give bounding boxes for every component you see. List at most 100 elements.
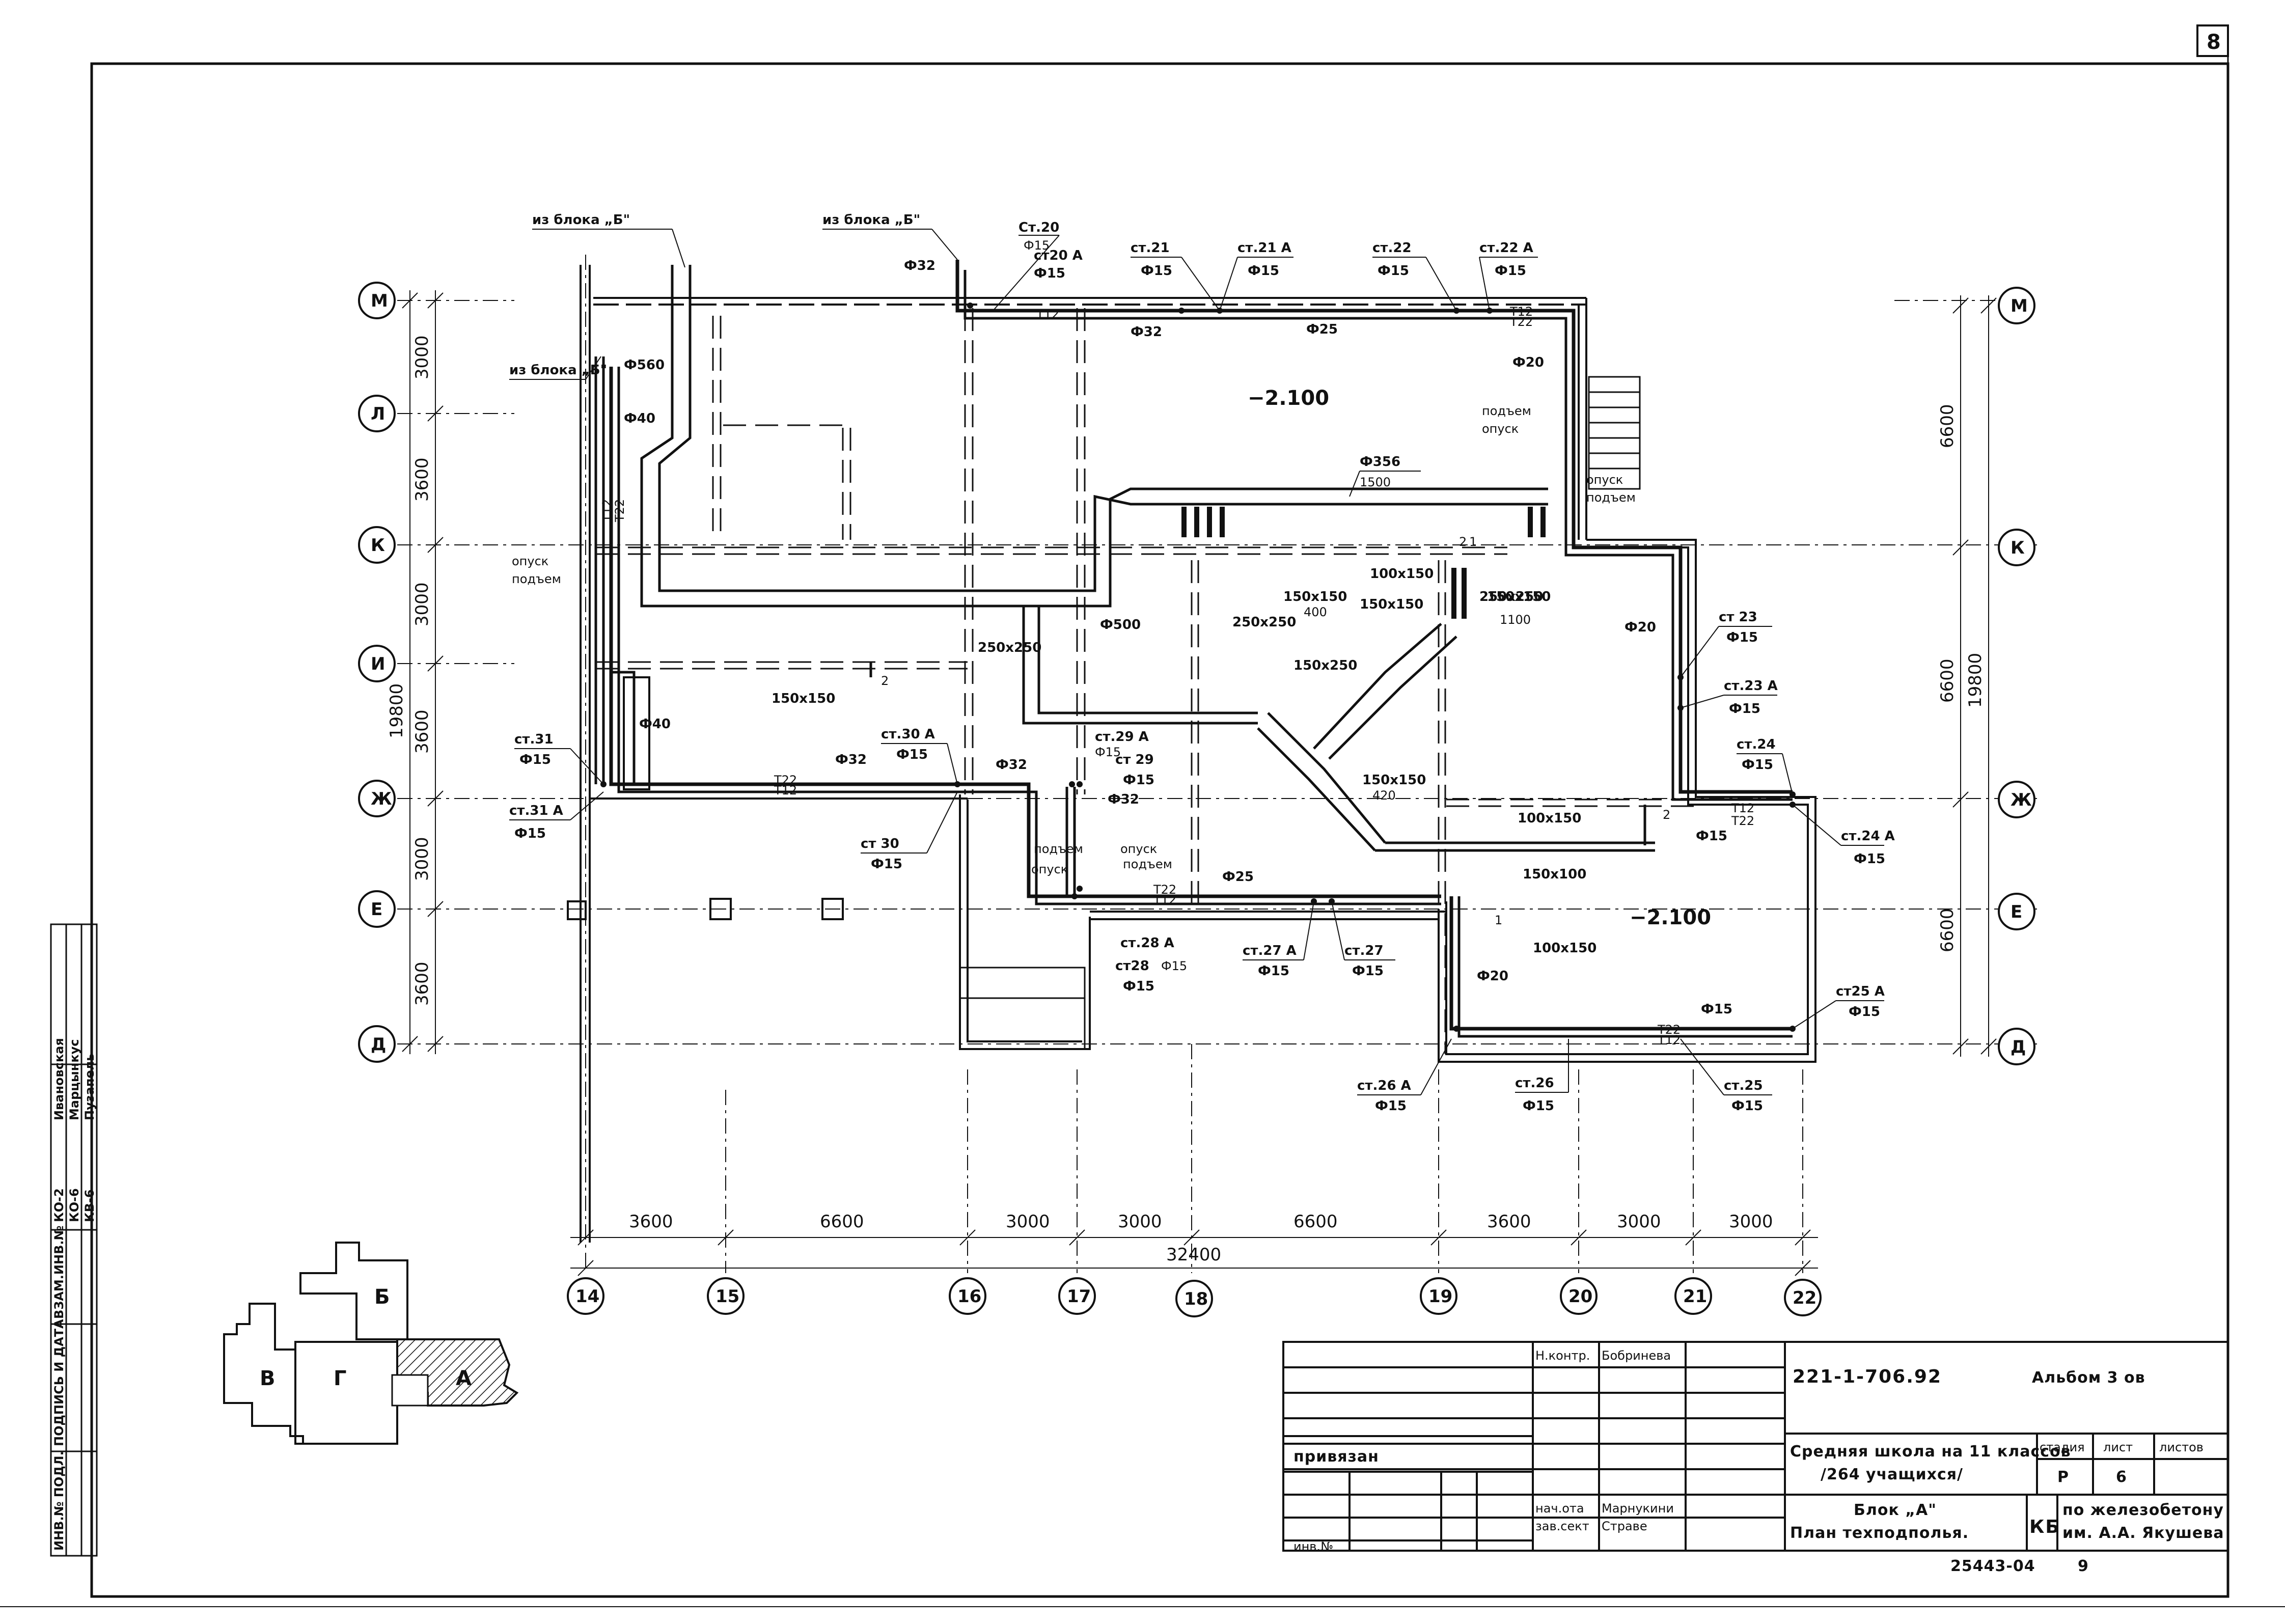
key-plan-label-v: В [260, 1367, 276, 1390]
title-block-text: Н.контр. Бобринева нач.ота Марнукини зав… [1293, 1348, 2224, 1575]
label-duct-100x150: 100х150 [1370, 566, 1434, 582]
label-t12: Т12 [774, 783, 797, 797]
dim-label: 3000 [1617, 1212, 1661, 1232]
axis-label-row: К [2011, 538, 2025, 558]
axis-label-col: 16 [957, 1286, 981, 1307]
label-pipe-d15: Ф15 [871, 857, 902, 872]
label-riser: ст 23 [1719, 610, 1757, 625]
axis-label-col: 15 [715, 1286, 739, 1307]
label-riser: ст.26 А [1357, 1078, 1411, 1093]
tb-stage: Р [2057, 1468, 2069, 1486]
dim-label: 3000 [412, 837, 432, 881]
stamp-code: КВ-6 [82, 1189, 97, 1222]
stamp-name: Пузапель [82, 1054, 97, 1120]
dim-label: 3600 [1487, 1212, 1531, 1232]
label-t12: Т12 [1657, 1033, 1681, 1047]
dim-label: 3600 [412, 709, 432, 754]
label-pipe-d40: Ф40 [639, 717, 671, 732]
label-podem: подъем [1123, 857, 1172, 871]
dimension-chain-right [1952, 295, 1997, 1057]
label-pipe-d15: Ф15 [1495, 263, 1526, 279]
stairs-left [959, 967, 1086, 1050]
label-riser: ст 29 [1115, 752, 1154, 767]
dim-label: 3000 [1118, 1212, 1162, 1232]
label-riser: ст 30 [861, 836, 899, 851]
dim-label: 3000 [1729, 1212, 1773, 1232]
label-riser: ст.21 А [1237, 240, 1291, 256]
label-pipe-d15: Ф15 [1161, 959, 1187, 973]
sheet-number: 8 [2207, 31, 2221, 54]
label-num: 2 [1663, 808, 1670, 822]
label-opusk: опуск [1586, 473, 1623, 487]
label-t12: Т12 [1731, 801, 1754, 815]
label-from-block-b: из блока „Б" [822, 212, 920, 228]
tb-zav-sekt: зав.сект [1535, 1519, 1589, 1533]
duct-fittings [623, 507, 1546, 790]
label-num: 1 [1469, 535, 1477, 549]
stamp-code: КО-2 [52, 1188, 66, 1222]
label-riser: Ст.20 [1018, 220, 1059, 235]
dim-label: 6600 [820, 1212, 864, 1232]
dimension-chain-bottom [570, 1229, 1818, 1276]
label-pipe-d15: Ф15 [1034, 266, 1065, 281]
tb-nach-ota-name: Марнукини [1602, 1501, 1674, 1516]
label-t12: Т12 [1153, 893, 1176, 907]
label-riser: ст.22 [1372, 240, 1412, 256]
label-podem: подъем [512, 572, 561, 586]
walls [580, 265, 1816, 1243]
label-elevation-left: −2.100 [1248, 387, 1329, 410]
label-riser: ст.21 [1131, 240, 1170, 256]
dimension-chain-left [402, 290, 444, 1054]
tb-n-kontr: Н.контр. [1535, 1348, 1590, 1363]
leader-lines [509, 229, 1884, 1095]
tb-footer-code: 25443-04 [1950, 1557, 2035, 1575]
label-duct-250x250: 250х250 [1232, 615, 1296, 630]
label-pipe-d15: Ф15 [1523, 1098, 1554, 1114]
label-pipe-d15: Ф15 [1701, 1002, 1732, 1017]
label-pipe-d15: Ф15 [1141, 263, 1172, 279]
label-duct-150x150: 150х150 [1362, 773, 1426, 788]
dim-label: 3000 [412, 335, 432, 379]
side-stamp-text: КО-2 КО-6 КВ-6 Ивановская Марцынкус Пуза… [52, 1038, 97, 1551]
tb-sheet-no: 6 [2116, 1468, 2127, 1486]
label-duct-150x150: 150х150 [772, 691, 835, 706]
interior-walls [596, 308, 1696, 1054]
stamp-col-label: ПОДПИСЬ И ДАТА [52, 1319, 66, 1446]
axis-label-row: Е [371, 899, 382, 920]
label-pipe-d15: Ф15 [1258, 964, 1289, 979]
label-podem: подъем [1034, 842, 1083, 856]
label-riser: ст.27 А [1243, 943, 1297, 958]
axis-label-row: М [371, 291, 388, 311]
axis-label-col: 14 [575, 1286, 599, 1307]
label-pipe-d15: Ф15 [1731, 1098, 1763, 1114]
dim-label: 6600 [1937, 404, 1958, 448]
tb-doc-code: 221-1-706.92 [1793, 1366, 1942, 1387]
dim-label: 6600 [1937, 658, 1958, 703]
stamp-col-label: ВЗАМ.ИНВ.№ [52, 1226, 66, 1319]
dim-label-total: 19800 [1965, 653, 1986, 708]
axis-label-row: И [371, 654, 385, 674]
label-pipe-d560: Ф560 [624, 357, 665, 373]
stamp-name: Ивановская [52, 1038, 66, 1120]
label-duct-400: 400 [1304, 605, 1327, 619]
axis-label-col: 18 [1184, 1289, 1208, 1309]
pipes-return [617, 270, 1793, 1038]
grid-lines-vertical [585, 255, 1803, 1273]
label-pipe-d15: Ф15 [1729, 701, 1760, 717]
label-t12: Т12 [1509, 305, 1533, 319]
label-pipe-d40: Ф40 [624, 411, 655, 426]
label-pipe-d15: Ф15 [1248, 263, 1279, 279]
axis-bubbles-bottom: 14 15 16 17 18 19 20 21 22 [567, 1277, 1822, 1317]
key-plan: В Г Б А [223, 1242, 519, 1445]
dim-label-total: 19800 [387, 683, 407, 738]
label-t22: Т22 [1153, 883, 1176, 897]
label-t12: Т12 [1036, 307, 1059, 321]
tb-org-line2: им. А.А. Якушева [2062, 1524, 2224, 1542]
dimension-labels-left: 3000 3600 3000 3600 3000 3600 19800 [387, 335, 432, 1006]
tb-title-line3: Блок „А" [1854, 1501, 1937, 1519]
label-duct-420: 420 [1372, 788, 1396, 803]
label-t22: Т22 [1657, 1023, 1681, 1037]
label-pipe-d32: Ф32 [835, 752, 867, 767]
axis-label-col: 19 [1428, 1286, 1452, 1307]
